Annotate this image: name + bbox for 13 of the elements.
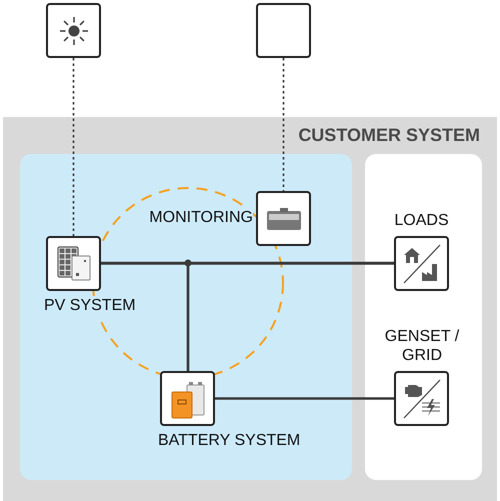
power-line bbox=[101, 262, 394, 265]
zone-panel bbox=[365, 154, 482, 480]
node-label: GENSET / GRID bbox=[384, 327, 460, 365]
zone-panel bbox=[20, 154, 352, 480]
power-line bbox=[186, 262, 394, 371]
system-band bbox=[3, 117, 497, 501]
node-label: LOADS bbox=[393, 211, 450, 230]
dotted-connector bbox=[282, 58, 284, 191]
icon-frame bbox=[256, 3, 311, 58]
icon-frame bbox=[46, 3, 101, 58]
dotted-connector bbox=[72, 58, 74, 236]
section-title: CUSTOMER SYSTEM bbox=[297, 126, 480, 145]
power-line bbox=[215, 397, 394, 400]
